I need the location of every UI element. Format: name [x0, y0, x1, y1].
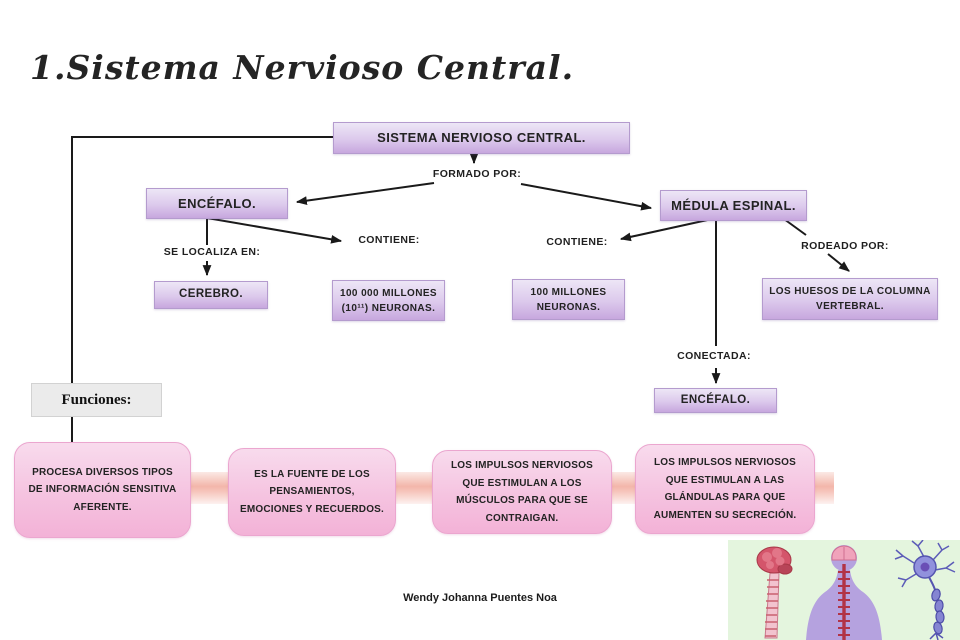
medula-espinal-box: MÉDULA ESPINAL. — [660, 190, 807, 221]
arrow-formado-to-medula — [520, 183, 653, 211]
huesos-columna-box: LOS HUESOS DE LA COLUMNA VERTEBRAL. — [762, 278, 938, 320]
label-formado-por: FORMADO POR: — [432, 168, 522, 180]
medula-espinal-label: MÉDULA ESPINAL. — [671, 197, 796, 213]
funciones-label: Funciones: — [61, 391, 132, 408]
label-se-localiza-en: SE LOCALIZA EN: — [163, 246, 261, 258]
label-contiene-encefalo: CONTIENE: — [358, 234, 420, 246]
funcion-card-text: PROCESA DIVERSOS TIPOS DE INFORMACIÓN SE… — [28, 466, 177, 513]
encefalo-box: ENCÉFALO. — [146, 188, 288, 219]
huesos-columna-label: LOS HUESOS DE LA COLUMNA VERTEBRAL. — [769, 286, 931, 312]
neuronas-medula-label: 100 MILLONES NEURONAS. — [530, 286, 607, 313]
funcion-card-musculos: LOS IMPULSOS NERVIOSOS QUE ESTIMULAN A L… — [432, 450, 612, 534]
arrow-medula-to-contiene — [619, 218, 713, 242]
cerebro-label: CEREBRO. — [179, 288, 243, 301]
cerebro-box: CEREBRO. — [154, 281, 268, 309]
funcion-card-text: ES LA FUENTE DE LOS PENSAMIENTOS, EMOCIO… — [239, 468, 385, 515]
funcion-card-pensamientos: ES LA FUENTE DE LOS PENSAMIENTOS, EMOCIO… — [228, 448, 396, 536]
elbow-root-to-funciones — [71, 136, 333, 446]
snc-root-box: SISTEMA NERVIOSO CENTRAL. — [333, 122, 630, 154]
funciones-box: Funciones: — [31, 383, 162, 417]
label-conectada: CONECTADA: — [677, 350, 751, 362]
neuronas-encefalo-label: 100 000 MILLONES (10¹¹) NEURONAS. — [340, 287, 437, 314]
arrow-formado-to-encefalo — [295, 182, 435, 205]
neuron-icon — [894, 540, 956, 640]
arrow-rodeado-to-huesos — [827, 253, 850, 272]
page-title: 1.Sistema Nervioso Central. — [30, 48, 575, 87]
funcion-card-sensitiva: PROCESA DIVERSOS TIPOS DE INFORMACIÓN SE… — [14, 442, 191, 538]
brain-spine-icon — [756, 546, 793, 639]
funcion-card-text: LOS IMPULSOS NERVIOSOS QUE ESTIMULAN A L… — [653, 457, 797, 521]
funcion-card-text: LOS IMPULSOS NERVIOSOS QUE ESTIMULAN A L… — [450, 460, 594, 524]
encefalo-conectada-box: ENCÉFALO. — [654, 388, 777, 413]
label-contiene-medula: CONTIENE: — [546, 236, 608, 248]
line-medula-to-rodeado — [783, 218, 807, 236]
neuronas-encefalo-box: 100 000 MILLONES (10¹¹) NEURONAS. — [332, 280, 445, 321]
label-rodeado-por: RODEADO POR: — [801, 240, 889, 252]
nervous-system-illustration — [728, 540, 960, 640]
funcion-card-glandulas: LOS IMPULSOS NERVIOSOS QUE ESTIMULAN A L… — [635, 444, 815, 534]
neuronas-medula-box: 100 MILLONES NEURONAS. — [512, 279, 625, 320]
author-credit: Wendy Johanna Puentes Noa — [403, 592, 557, 604]
encefalo-label: ENCÉFALO. — [178, 195, 256, 211]
body-spine-icon — [806, 545, 882, 640]
arrow-encefalo-to-contiene — [206, 217, 343, 244]
snc-root-label: SISTEMA NERVIOSO CENTRAL. — [377, 130, 586, 146]
encefalo-conectada-label: ENCÉFALO. — [680, 393, 751, 406]
